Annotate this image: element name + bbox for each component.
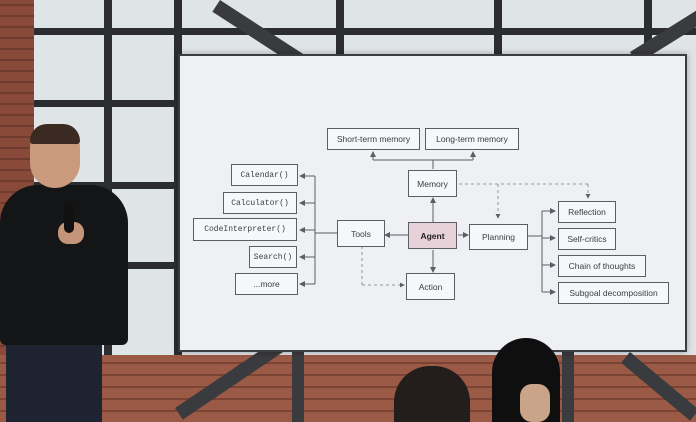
window-frame [104, 0, 112, 360]
screen-stand [292, 350, 304, 422]
memory-node: Memory [408, 170, 457, 197]
microphone-icon [64, 203, 74, 233]
long-term-memory-node: Long-term memory [425, 128, 519, 150]
window-frame [34, 28, 696, 35]
code-interpreter-tool-node: CodeInterpreter() [193, 218, 297, 241]
action-node: Action [406, 273, 455, 300]
audience-head [394, 366, 470, 422]
window-frame [34, 100, 184, 107]
window-frame [34, 182, 184, 189]
subgoal-decomposition-node: Subgoal decomposition [558, 282, 669, 304]
tools-node: Tools [337, 220, 385, 247]
reflection-node: Reflection [558, 201, 616, 223]
screen-stand [562, 350, 574, 422]
presenter-hair [30, 124, 80, 144]
projection-screen: Short-term memory Long-term memory Memor… [178, 54, 687, 352]
calculator-tool-node: Calculator() [223, 192, 297, 214]
chain-of-thoughts-node: Chain of thoughts [558, 255, 646, 277]
search-tool-node: Search() [249, 246, 297, 268]
agent-node: Agent [408, 222, 457, 249]
more-tools-node: ...more [235, 273, 298, 295]
short-term-memory-node: Short-term memory [327, 128, 420, 150]
diagram-connectors [299, 151, 591, 295]
presenter-legs [6, 330, 102, 422]
calendar-tool-node: Calendar() [231, 164, 298, 186]
planning-node: Planning [469, 224, 528, 250]
brick-sill [0, 355, 696, 422]
agent-diagram: Short-term memory Long-term memory Memor… [180, 56, 685, 350]
self-critics-node: Self-critics [558, 228, 616, 250]
audience-face [520, 384, 550, 422]
